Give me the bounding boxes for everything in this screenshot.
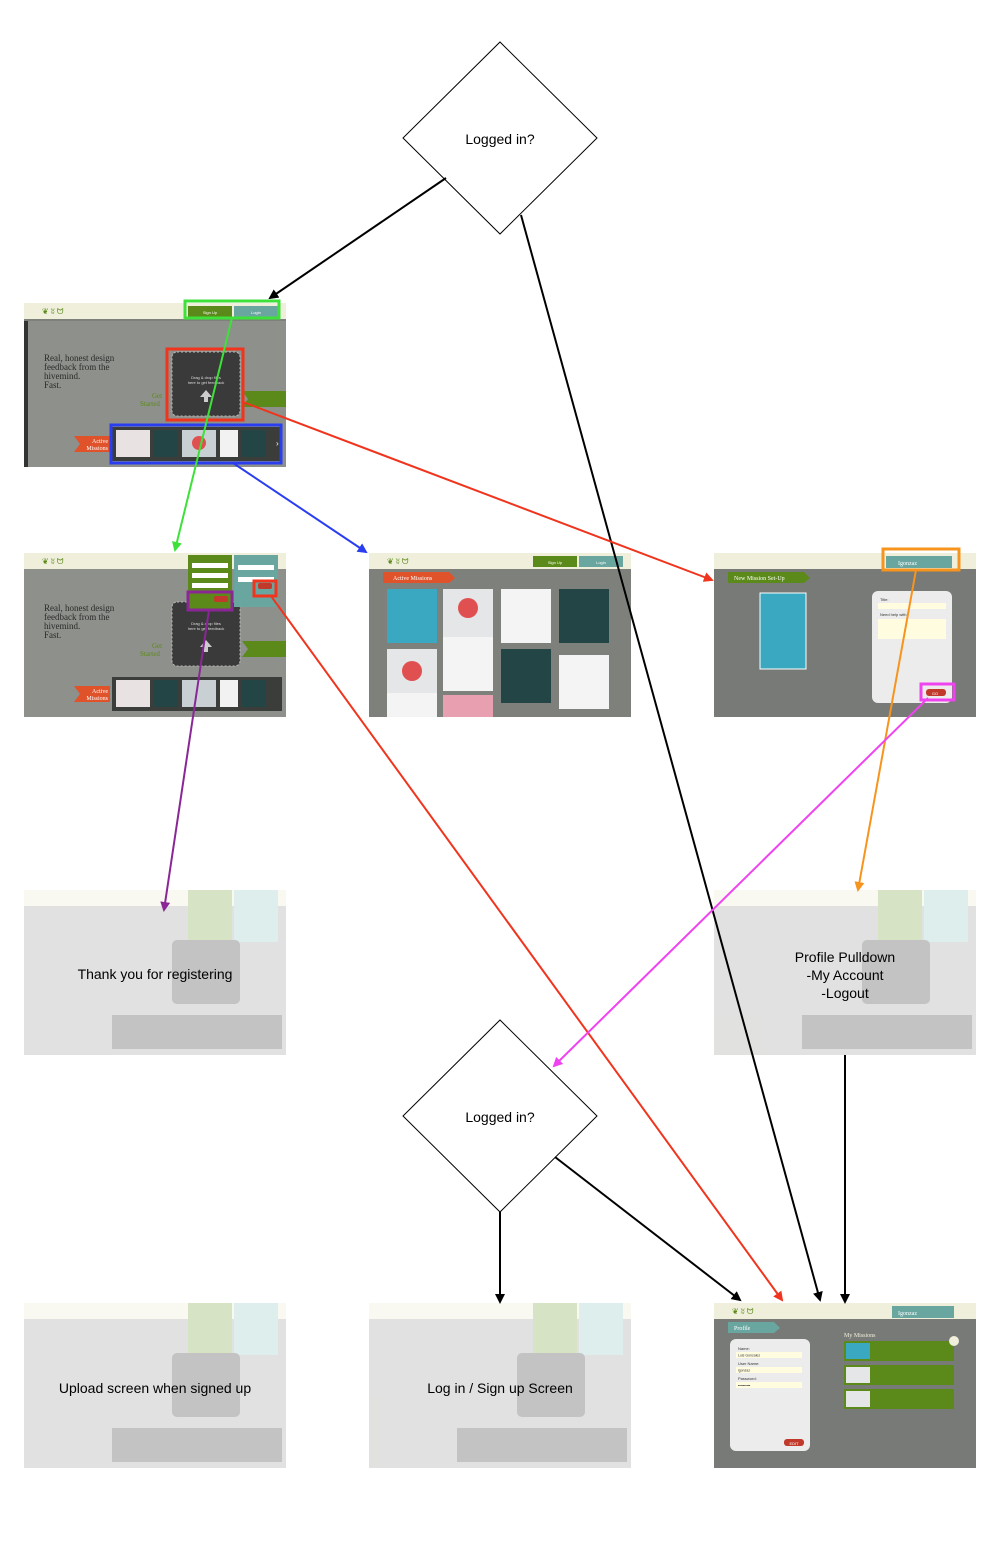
svg-text:Get: Get — [152, 392, 162, 400]
svg-text:Active Missions: Active Missions — [393, 576, 433, 582]
svg-text:❦ ʬ ᗢ: ❦ ʬ ᗢ — [387, 557, 409, 566]
arrow-missions-to-active — [232, 462, 368, 554]
arrow-drop-to-new-mission — [242, 401, 714, 582]
svg-text:••••••••••: •••••••••• — [738, 1384, 751, 1388]
svg-text:My Missions: My Missions — [844, 1333, 876, 1339]
svg-text:Profile: Profile — [734, 1325, 751, 1332]
svg-text:Active: Active — [92, 689, 108, 695]
logo: ❦ ʬ ᗢ — [42, 307, 64, 316]
svg-text:hivemind.: hivemind. — [44, 621, 80, 631]
svg-text:-My Account: -My Account — [806, 967, 883, 983]
signup-button[interactable] — [188, 306, 232, 317]
svg-text:Fast.: Fast. — [44, 380, 61, 390]
screen-landing: ❦ ʬ ᗢ Sign Up Login Real, honest design … — [24, 303, 286, 467]
highlight-go — [919, 682, 956, 702]
arrows — [160, 177, 929, 1304]
svg-text:feedback from the: feedback from the — [44, 612, 109, 622]
highlight-profile — [881, 547, 961, 572]
svg-text:feedback from the: feedback from the — [44, 362, 109, 372]
svg-text:Login: Login — [596, 560, 606, 565]
arrow-login-to-profile — [270, 595, 784, 1302]
go-button[interactable] — [926, 689, 946, 696]
svg-text:Igonzaz: Igonzaz — [898, 561, 917, 567]
decision-bottom: Logged in? — [402, 1019, 598, 1213]
svg-text:Password:: Password: — [738, 1376, 757, 1381]
svg-text:Igonzaz: Igonzaz — [898, 1311, 917, 1317]
arrow-top-to-landing — [268, 177, 447, 300]
arrow-top-to-profile — [520, 214, 823, 1302]
highlight-signup-submit — [186, 590, 234, 612]
edit-button[interactable] — [784, 1439, 804, 1446]
svg-text:igonzaz: igonzaz — [738, 1369, 750, 1373]
arrow-go-to-decision — [552, 697, 929, 1068]
svg-text:here to get feedback: here to get feedback — [188, 380, 224, 385]
svg-text:Drag & drop files: Drag & drop files — [191, 375, 221, 380]
svg-text:Need help with: Need help with — [880, 612, 906, 617]
svg-text:New Mission Set-Up: New Mission Set-Up — [734, 576, 785, 582]
svg-text:Fast.: Fast. — [44, 630, 61, 640]
hero-text: Real, honest design — [44, 353, 115, 363]
decision-bottom-label: Logged in? — [465, 1109, 535, 1125]
svg-text:❦ ʬ ᗢ: ❦ ʬ ᗢ — [732, 1307, 754, 1316]
svg-text:Name:: Name: — [738, 1346, 750, 1351]
highlight-drop-zone — [165, 347, 245, 422]
svg-text:Luis Gonzalez: Luis Gonzalez — [738, 1354, 760, 1358]
arrow-signup-to-dropdown — [172, 317, 233, 552]
svg-text:Active: Active — [92, 439, 108, 445]
svg-text:Title:: Title: — [880, 597, 889, 602]
screen-active-missions: ❦ ʬ ᗢ Sign Up Login Active Missions — [369, 553, 631, 717]
chevron-right-icon[interactable]: › — [276, 439, 279, 448]
decision-top-label: Logged in? — [465, 131, 535, 147]
svg-text:Sign Up: Sign Up — [203, 310, 218, 315]
svg-text:Sign Up: Sign Up — [548, 560, 563, 565]
screen-profile: ❦ ʬ ᗢ Igonzaz Profile Name: Luis Gonzale… — [714, 1303, 976, 1468]
svg-text:❦ ʬ ᗢ: ❦ ʬ ᗢ — [42, 557, 64, 566]
upload-icon — [200, 390, 212, 402]
svg-text:Missions: Missions — [86, 696, 108, 702]
missions-grid[interactable] — [387, 589, 609, 717]
add-icon[interactable] — [949, 1336, 959, 1346]
caption-upload-screen: Upload screen when signed up — [59, 1380, 251, 1396]
svg-text:Get: Get — [152, 642, 162, 650]
svg-text:Login: Login — [251, 310, 261, 315]
svg-text:EDIT: EDIT — [789, 1441, 799, 1446]
svg-text:Started: Started — [140, 650, 160, 658]
highlight-login-go — [252, 579, 278, 598]
svg-text:GO: GO — [932, 691, 938, 696]
svg-text:Started: Started — [140, 400, 160, 408]
caption-login-screen: Log in / Sign up Screen — [427, 1380, 573, 1396]
screen-profile-pulldown — [714, 890, 976, 1055]
caption-thank-you: Thank you for registering — [78, 966, 233, 982]
screen-login-signup — [369, 1303, 631, 1468]
arrow-decision-to-profile — [554, 1156, 742, 1302]
login-button[interactable] — [234, 306, 278, 317]
decision-top: Logged in? — [402, 41, 598, 235]
svg-text:User Name:: User Name: — [738, 1361, 759, 1366]
screen-signup-dropdown: ❦ ʬ ᗢ Real, honest design feedback from … — [24, 553, 286, 717]
caption-profile-pulldown: Profile Pulldown — [795, 949, 895, 965]
screen-new-mission: Igonzaz New Mission Set-Up Title: Need h… — [714, 553, 976, 717]
arrow-signup-to-thankyou — [160, 609, 210, 912]
svg-text:Real, honest design: Real, honest design — [44, 603, 115, 613]
screen-upload-signed-up — [24, 1303, 286, 1468]
svg-text:hivemind.: hivemind. — [44, 371, 80, 381]
my-missions-list[interactable] — [844, 1341, 954, 1409]
screen-thank-you — [24, 890, 286, 1055]
drop-zone[interactable] — [171, 351, 241, 417]
svg-text:Missions: Missions — [86, 446, 108, 452]
arrow-profile-to-pulldown — [854, 569, 917, 892]
svg-text:-Logout: -Logout — [821, 985, 869, 1001]
